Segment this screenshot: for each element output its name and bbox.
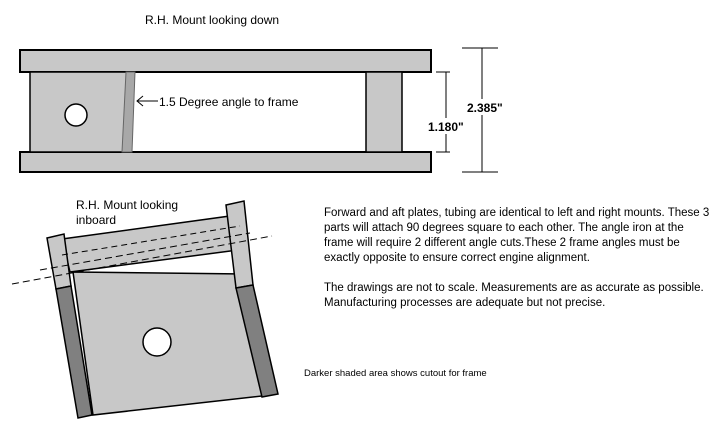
angled-frame-strip [121, 71, 136, 153]
centerline-1 [11, 235, 273, 285]
inboard-hole [142, 327, 172, 357]
mount-hole [64, 103, 88, 127]
left-bar-cutout [55, 285, 93, 419]
right-bar-cutout [235, 284, 279, 398]
bottom-plate [19, 151, 432, 173]
dimension-inner-label: 1.180" [428, 120, 464, 134]
arrow-head [136, 95, 144, 107]
left-block [29, 71, 131, 153]
inboard-view-title: R.H. Mount looking inboard [76, 198, 179, 227]
notes-block: Forward and aft plates, tubing are ident… [324, 206, 714, 326]
angle-label: 1.5 Degree angle to frame [159, 95, 299, 109]
top-view-title: R.H. Mount looking down [145, 13, 280, 27]
top-plate [19, 49, 432, 73]
notes-paragraph-1: Forward and aft plates, tubing are ident… [324, 207, 710, 264]
inboard-view [11, 200, 279, 419]
top-view [19, 47, 498, 173]
dimension-outer-label: 2.385" [467, 101, 503, 115]
notes-paragraph-2: The drawings are not to scale. Measureme… [324, 282, 704, 309]
centerline-2 [39, 232, 251, 271]
right-tube [365, 71, 403, 153]
cutout-note: Darker shaded area shows cutout for fram… [304, 368, 487, 379]
centerline-3 [61, 225, 241, 256]
